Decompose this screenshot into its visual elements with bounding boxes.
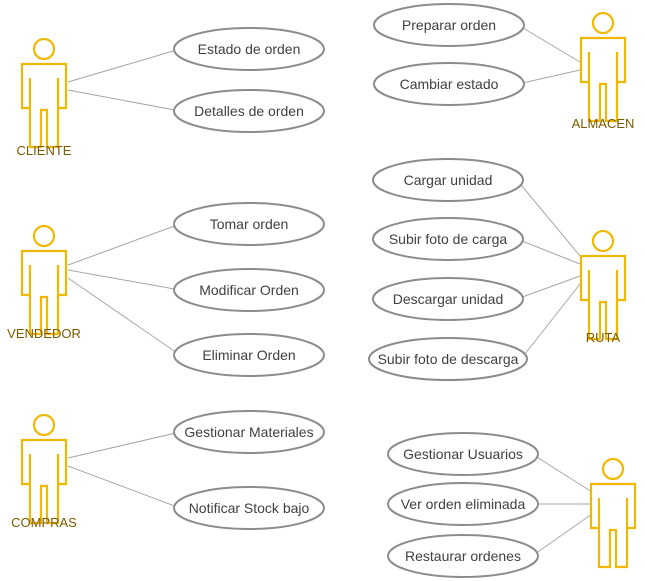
- actor-label: CLIENTE: [17, 143, 72, 158]
- use-case-ellipse: [173, 27, 325, 71]
- association-ruta-subir-foto-carga: [516, 238, 581, 265]
- use-case-label: Subir foto de descarga: [378, 351, 519, 367]
- actor-head-icon: [591, 11, 615, 35]
- use-case-ellipse: [173, 333, 325, 377]
- use-case-label: Cambiar estado: [400, 76, 499, 92]
- use-case-ellipse: [173, 89, 325, 133]
- actors: CLIENTE ALMACEN VENDEDOR RUTA COMPRAS: [7, 11, 637, 569]
- association-ruta-subir-foto-descarga: [520, 283, 581, 360]
- association-vendedor-tomar-orden: [67, 223, 181, 266]
- use-case-ellipse: [373, 3, 525, 47]
- use-case-eliminar-orden: Eliminar Orden: [173, 333, 325, 377]
- association-ruta-cargar-unidad: [516, 179, 581, 257]
- use-case-ellipse: [372, 277, 524, 321]
- associations: [67, 24, 593, 557]
- actor-head-icon: [32, 413, 56, 437]
- use-case-preparar-orden: Preparar orden: [373, 3, 525, 47]
- use-case-label: Estado de orden: [198, 41, 301, 57]
- actor-cliente: CLIENTE: [17, 37, 72, 158]
- use-case-descargar-unidad: Descargar unidad: [372, 277, 524, 321]
- use-case-label: Detalles de orden: [194, 103, 304, 119]
- use-case-ver-orden-eliminada: Ver orden eliminada: [387, 482, 539, 526]
- use-case-ellipse: [368, 337, 528, 381]
- use-case-ellipse: [387, 482, 539, 526]
- actor-body-icon: [589, 482, 637, 569]
- association-ruta-descargar-unidad: [516, 275, 581, 300]
- use-case-detalles-de-orden: Detalles de orden: [173, 89, 325, 133]
- use-case-label: Eliminar Orden: [202, 347, 295, 363]
- use-case-label: Modificar Orden: [199, 282, 299, 298]
- use-case-label: Preparar orden: [402, 17, 496, 33]
- association-admin-restaurar-ordenes: [531, 513, 593, 557]
- actor-body-icon: [20, 249, 68, 336]
- use-case-label: Descargar unidad: [393, 291, 504, 307]
- actor-body-icon: [579, 36, 627, 123]
- use-case-gestionar-usuarios: Gestionar Usuarios: [387, 432, 539, 476]
- association-vendedor-modificar-orden: [67, 269, 181, 291]
- use-case-ellipse: [173, 268, 325, 312]
- use-case-label: Tomar orden: [210, 216, 289, 232]
- use-case-ellipse: [173, 410, 325, 454]
- use-case-restaurar-ordenes: Restaurar ordenes: [387, 534, 539, 578]
- use-case-label: Cargar unidad: [404, 172, 493, 188]
- actor-body-icon: [579, 254, 627, 341]
- use-case-cambiar-estado: Cambiar estado: [373, 62, 525, 106]
- use-case-label: Gestionar Materiales: [184, 424, 313, 440]
- use-case-gestionar-materiales: Gestionar Materiales: [173, 410, 325, 454]
- use-case-notificar-stock-bajo: Notificar Stock bajo: [173, 486, 325, 530]
- actor-body-icon: [20, 438, 68, 525]
- use-case-estado-de-orden: Estado de orden: [173, 27, 325, 71]
- actor-head-icon: [32, 224, 56, 248]
- actor-body-icon: [20, 62, 68, 149]
- use-case-subir-foto-descarga: Subir foto de descarga: [368, 337, 528, 381]
- use-case-ellipse: [372, 217, 524, 261]
- use-case-label: Gestionar Usuarios: [403, 446, 523, 462]
- use-case-label: Subir foto de carga: [389, 231, 508, 247]
- use-case-ellipse: [173, 486, 325, 530]
- use-case-ellipse: [387, 534, 539, 578]
- use-case-ellipse: [372, 158, 524, 202]
- use-case-tomar-orden: Tomar orden: [173, 202, 325, 246]
- association-compras-gestionar-materiales: [67, 431, 181, 459]
- use-case-label: Ver orden eliminada: [401, 496, 526, 512]
- use-case-label: Notificar Stock bajo: [189, 500, 310, 516]
- association-almacen-preparar-orden: [517, 24, 581, 63]
- use-case-cargar-unidad: Cargar unidad: [372, 158, 524, 202]
- actor-vendedor: VENDEDOR: [7, 224, 81, 341]
- association-vendedor-eliminar-orden: [67, 277, 181, 356]
- actor-label: ALMACEN: [572, 116, 635, 131]
- actor-admin: [589, 457, 637, 569]
- use-case-ellipse: [387, 432, 539, 476]
- use-case-subir-foto-carga: Subir foto de carga: [372, 217, 524, 261]
- use-case-modificar-orden: Modificar Orden: [173, 268, 325, 312]
- use-case-label: Restaurar ordenes: [405, 548, 521, 564]
- use-case-ellipse: [173, 202, 325, 246]
- actor-ruta: RUTA: [579, 229, 627, 345]
- actor-almacen: ALMACEN: [572, 11, 635, 131]
- use-case-ellipse: [373, 62, 525, 106]
- association-admin-gestionar-usuarios: [531, 453, 593, 493]
- association-almacen-cambiar-estado: [517, 69, 581, 85]
- association-compras-notificar-stock-bajo: [67, 465, 181, 509]
- actor-compras: COMPRAS: [11, 413, 77, 530]
- actor-head-icon: [591, 229, 615, 253]
- association-cliente-estado-de-orden: [67, 48, 181, 83]
- association-cliente-detalles-de-orden: [67, 89, 181, 112]
- actor-head-icon: [601, 457, 625, 481]
- actor-head-icon: [32, 37, 56, 61]
- actor-label: VENDEDOR: [7, 326, 81, 341]
- actor-label: RUTA: [586, 330, 621, 345]
- actor-label: COMPRAS: [11, 515, 77, 530]
